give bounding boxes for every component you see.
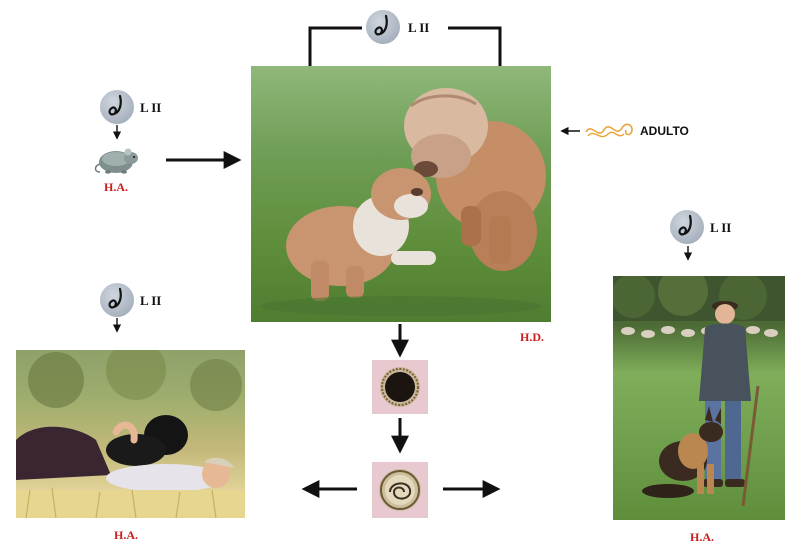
person-host-label: H.A. — [114, 528, 138, 542]
larva-icon — [108, 94, 122, 116]
mouse-larva-badge — [100, 90, 134, 124]
bulldogs-photo — [251, 66, 551, 322]
egg-box — [372, 360, 428, 414]
adult-worm-icon — [585, 123, 633, 138]
larva-icon — [108, 287, 122, 309]
person-larva-label: L II — [140, 293, 162, 308]
mouse-larva-label: L II — [140, 100, 162, 115]
shepherd-illustration — [613, 276, 785, 507]
person-dog-photo — [16, 350, 245, 518]
top-larva-label: L II — [408, 20, 430, 35]
shepherd-photo — [613, 276, 785, 520]
larva-icon — [374, 14, 388, 36]
mouse-host-label: H.A. — [104, 180, 128, 194]
embryonated-egg-icon — [379, 469, 421, 511]
shepherd-larva-label: L II — [710, 220, 732, 235]
shepherd-host-label: H.A. — [690, 530, 714, 544]
person-larva-badge — [100, 283, 134, 317]
adult-worm-label: ADULTO — [640, 124, 689, 138]
egg-icon — [380, 367, 420, 407]
definitive-host-label: H.D. — [520, 330, 544, 344]
shepherd-larva-badge — [670, 210, 704, 244]
mouse-icon — [94, 148, 138, 174]
top-larva-badge — [366, 10, 400, 44]
larva-icon — [678, 214, 692, 236]
person-dog-illustration — [16, 350, 245, 518]
embryonated-egg-box — [372, 462, 428, 518]
bulldogs-illustration — [261, 88, 546, 316]
